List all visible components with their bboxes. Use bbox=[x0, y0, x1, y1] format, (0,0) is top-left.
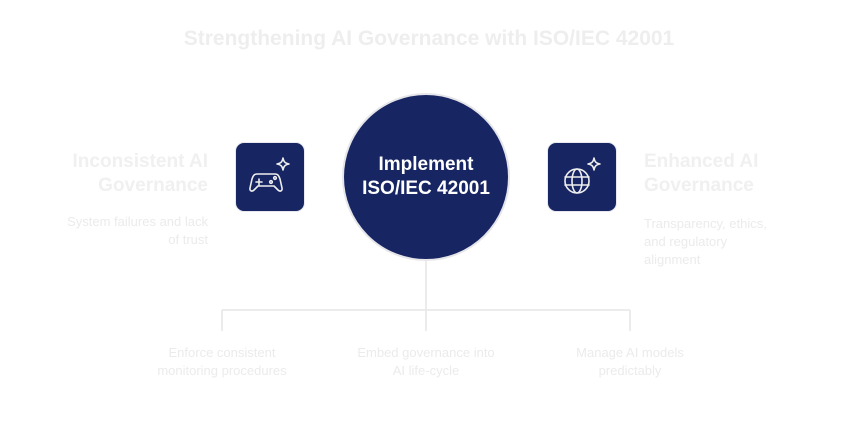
diagram-title: Strengthening AI Governance with ISO/IEC… bbox=[183, 27, 675, 50]
left-heading-line1: Inconsistent AI bbox=[72, 151, 208, 172]
gamepad-sparkle-icon bbox=[235, 142, 305, 212]
right-desc-line1: Transparency, ethics, bbox=[644, 216, 767, 231]
center-circle: Implement ISO/IEC 42001 bbox=[342, 93, 510, 261]
left-heading: Inconsistent AI Governance bbox=[40, 150, 208, 198]
step-2: Embed governance into AI life-cycle bbox=[326, 344, 526, 380]
center-line1: Implement bbox=[378, 154, 474, 175]
step-1-line1: Enforce consistent bbox=[168, 345, 276, 360]
step-1-line2: monitoring procedures bbox=[157, 363, 287, 378]
step-3: Manage AI models predictably bbox=[530, 344, 730, 380]
right-desc-line3: alignment bbox=[644, 252, 701, 267]
step-2-line2: AI life-cycle bbox=[392, 363, 460, 378]
left-desc-line2: of trust bbox=[168, 232, 208, 247]
right-heading-line1: Enhanced AI bbox=[644, 151, 759, 172]
right-desc-line2: and regulatory bbox=[644, 234, 728, 249]
step-2-line1: Embed governance into bbox=[357, 345, 495, 360]
step-3-line2: predictably bbox=[598, 363, 662, 378]
globe-sparkle-icon bbox=[547, 142, 617, 212]
right-heading-line2: Governance bbox=[644, 175, 754, 196]
center-line2: ISO/IEC 42001 bbox=[362, 178, 490, 199]
left-heading-line2: Governance bbox=[98, 175, 208, 196]
left-desc-line1: System failures and lack bbox=[67, 214, 208, 229]
right-description: Transparency, ethics, and regulatory ali… bbox=[644, 215, 834, 269]
step-1: Enforce consistent monitoring procedures bbox=[122, 344, 322, 380]
left-description: System failures and lack of trust bbox=[20, 213, 208, 249]
right-heading: Enhanced AI Governance bbox=[644, 150, 824, 198]
step-3-line1: Manage AI models bbox=[576, 345, 684, 360]
